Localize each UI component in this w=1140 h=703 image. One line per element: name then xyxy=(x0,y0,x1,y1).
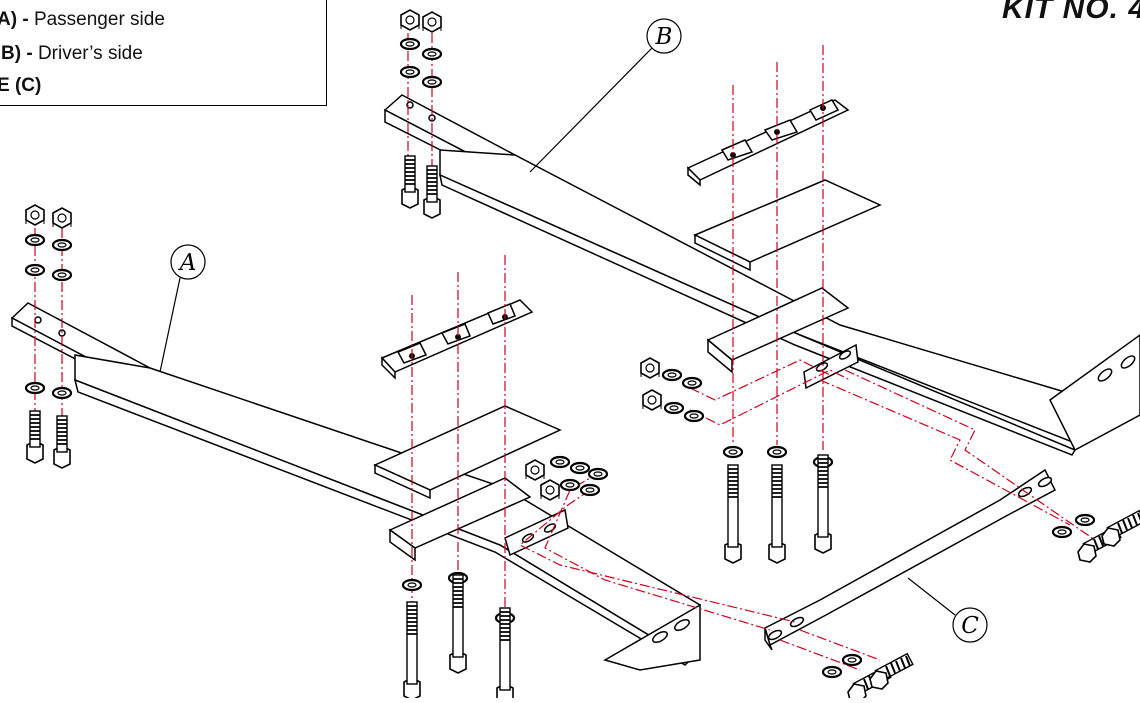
plates-b xyxy=(686,99,882,272)
legend-line-c: E (C) xyxy=(0,75,41,97)
legend-line-b: B) - Driver’s side xyxy=(1,43,143,65)
bar-a xyxy=(10,302,701,671)
legend-line-a: A) - Passenger side xyxy=(0,9,165,31)
bar-c xyxy=(764,468,1056,651)
kit-number-title: KIT NO. 4 xyxy=(1001,0,1140,25)
legend-text-b: Driver’s side xyxy=(37,43,143,64)
plates-a xyxy=(373,299,562,500)
callout-label-a: A xyxy=(178,250,197,276)
callout-label-b: B xyxy=(655,24,673,50)
callout-label-c: C xyxy=(961,613,979,639)
legend-text-a: Passenger side xyxy=(33,9,165,30)
callouts xyxy=(159,18,988,643)
legend-code-a: A) - xyxy=(0,9,29,30)
bar-b xyxy=(383,94,1140,456)
legend-code-b: B) - xyxy=(1,43,33,64)
legend-code-c: E (C) xyxy=(0,75,42,96)
parts-legend: A) - Passenger side B) - Driver’s side E… xyxy=(0,0,327,106)
